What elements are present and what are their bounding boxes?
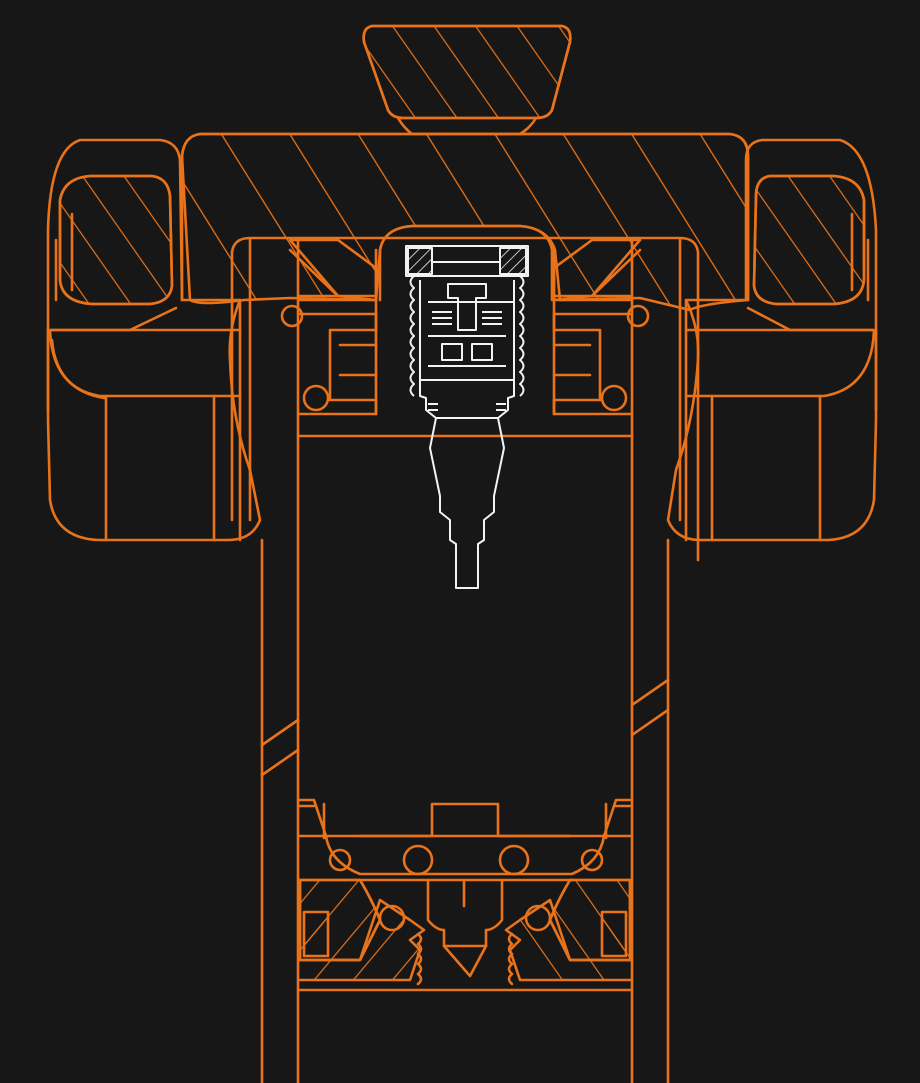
- top-knob: [362, 24, 572, 136]
- upper-seal-assembly: [280, 238, 650, 438]
- seat-tube: [230, 236, 700, 1083]
- right-clamp-jaw: [666, 138, 878, 542]
- lower-piston: [298, 798, 632, 992]
- valve-cartridge: [405, 245, 529, 589]
- left-clamp-jaw: [46, 138, 262, 542]
- clamp-head: [180, 132, 750, 312]
